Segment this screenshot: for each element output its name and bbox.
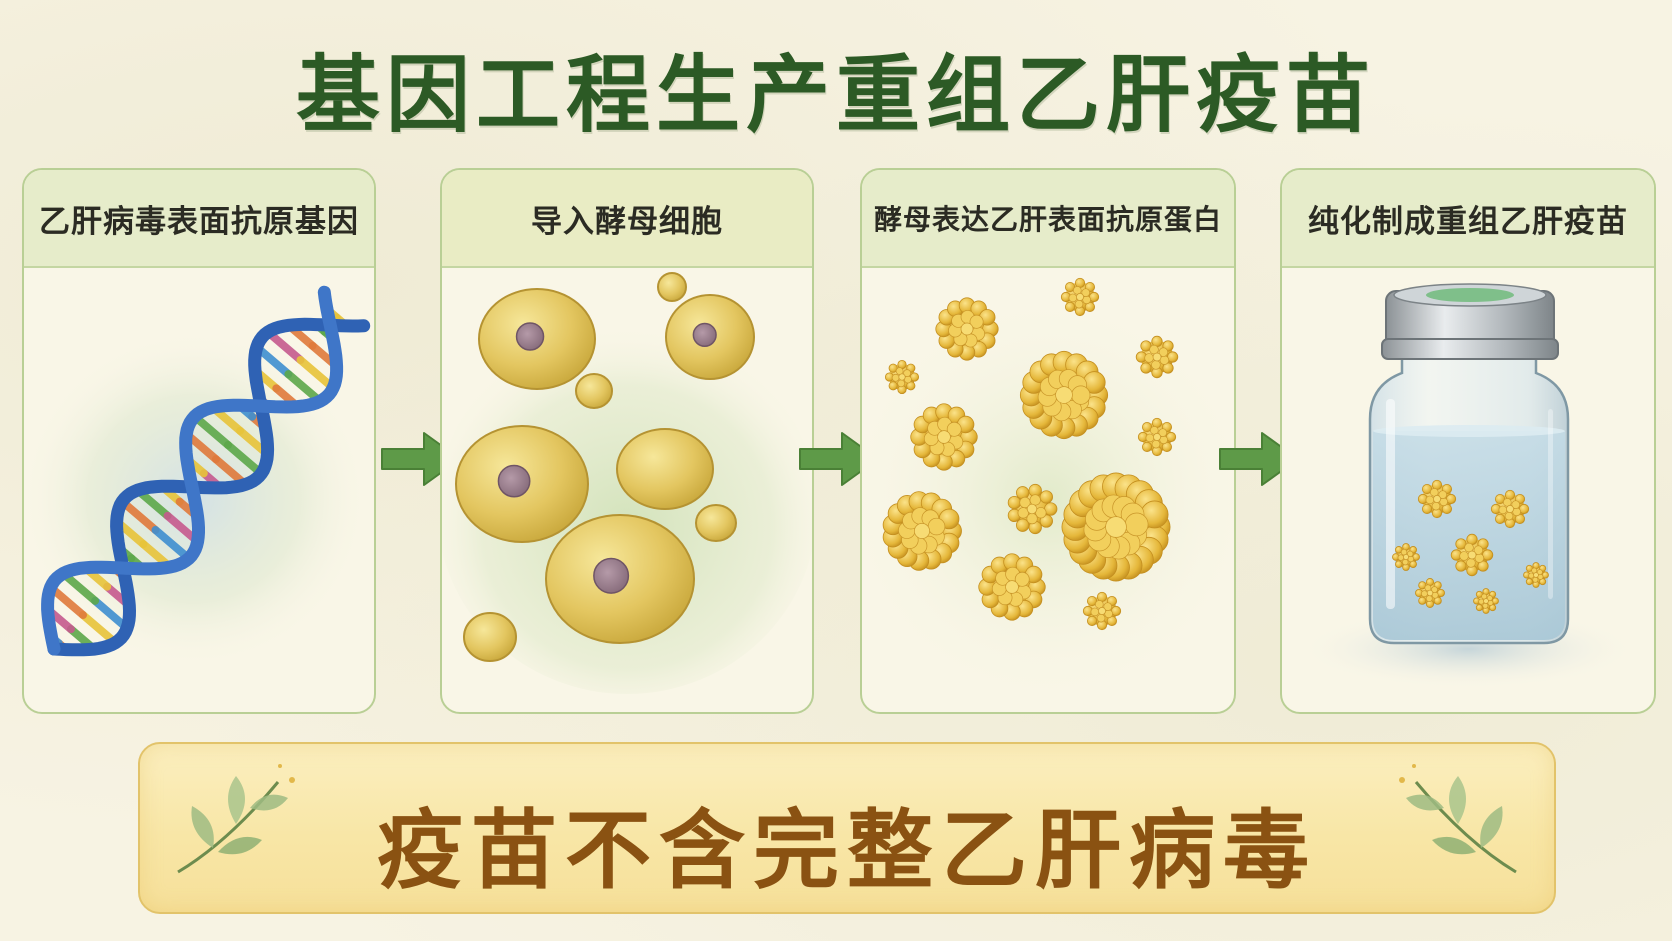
yeast-cells-icon <box>442 272 812 694</box>
step-label: 导入酵母细胞 <box>442 170 812 268</box>
protein-illustration <box>862 268 1234 712</box>
vaccine-illustration <box>1282 268 1654 712</box>
step-panel-protein: 酵母表达乙肝表面抗原蛋白 <box>860 168 1236 714</box>
leaf-sprig-icon <box>177 764 295 874</box>
antigen-particles-icon <box>862 277 1234 689</box>
yeast-illustration <box>442 268 812 712</box>
vaccine-vial-icon <box>1298 283 1638 689</box>
conclusion-text: 疫苗不含完整乙肝病毒 <box>377 800 1317 901</box>
step-panel-vaccine: 纯化制成重组乙肝疫苗 <box>1280 168 1656 714</box>
page-title: 基因工程生产重组乙肝疫苗 <box>295 45 1376 144</box>
step-label: 乙肝病毒表面抗原基因 <box>24 170 374 268</box>
step-panel-yeast: 导入酵母细胞 <box>440 168 814 714</box>
step-panel-gene: 乙肝病毒表面抗原基因 <box>22 168 376 714</box>
step-label: 纯化制成重组乙肝疫苗 <box>1282 170 1654 268</box>
leaf-sprig-icon <box>1399 764 1517 874</box>
dna-illustration <box>24 268 374 712</box>
dna-icon <box>24 285 371 669</box>
conclusion-banner: 疫苗不含完整乙肝病毒 <box>138 742 1556 914</box>
step-label: 酵母表达乙肝表面抗原蛋白 <box>862 170 1234 268</box>
